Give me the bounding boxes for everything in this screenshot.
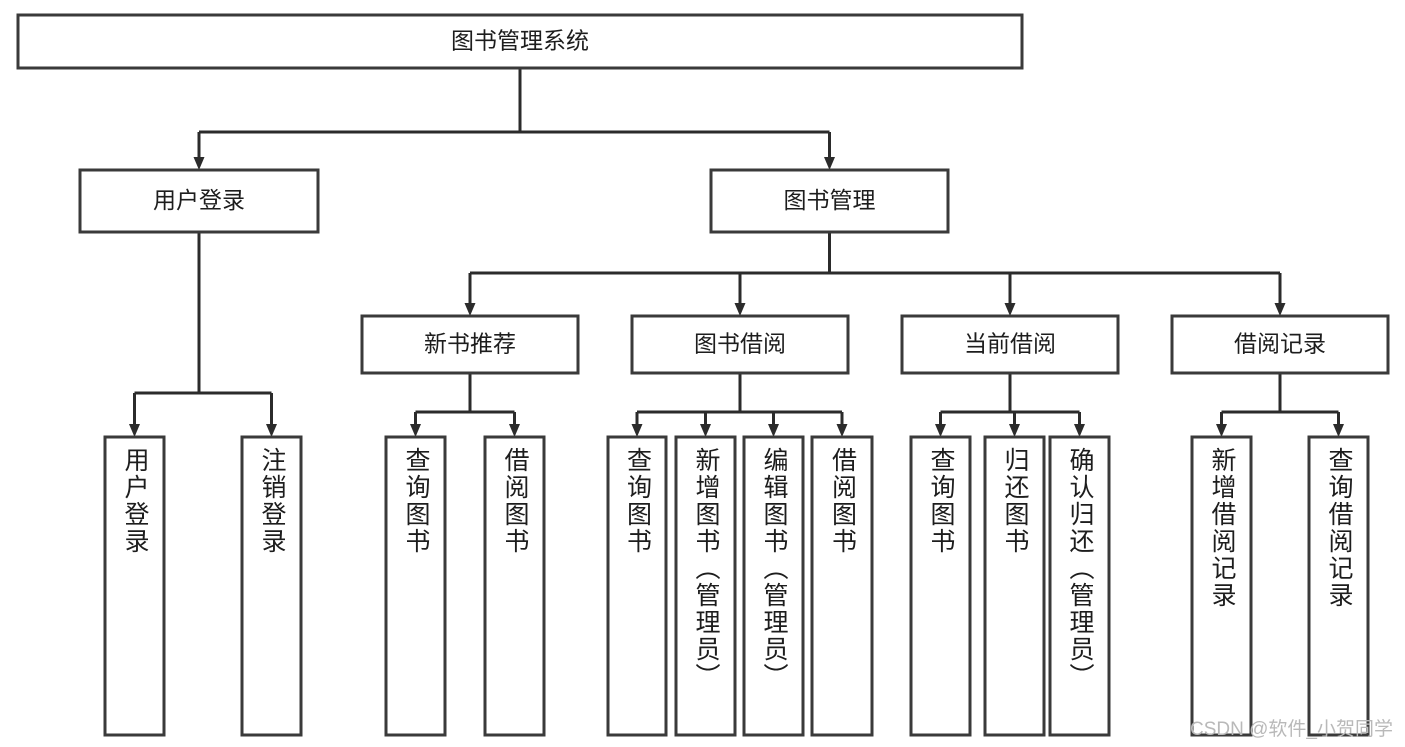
arrow-head-icon (1004, 303, 1016, 316)
leaf-node-4[interactable] (606, 435, 668, 737)
arrow-head-icon (631, 424, 643, 437)
leaf-node-5[interactable] (674, 435, 737, 737)
arrow-head-icon (700, 424, 711, 437)
arrow-head-icon (1074, 424, 1085, 437)
leaf-node-11[interactable] (1190, 435, 1253, 737)
arrow-head-icon (1009, 424, 1020, 437)
arrow-head-icon (129, 424, 140, 437)
level3-node-3-label: 借阅记录 (1234, 331, 1326, 357)
connectors-layer (129, 68, 1344, 437)
level3-node-1-label: 图书借阅 (694, 331, 786, 357)
level3-node-2-label: 当前借阅 (964, 331, 1056, 357)
watermark-text: CSDN @软件_小贺同学 (1190, 719, 1393, 740)
arrow-head-icon (410, 424, 421, 437)
level3-node-0[interactable] (360, 314, 580, 375)
arrow-head-icon (734, 303, 746, 316)
level3-node-2[interactable] (900, 314, 1120, 375)
arrow-head-icon (1216, 424, 1227, 437)
arrow-head-icon (836, 424, 848, 437)
arrow-head-icon (768, 424, 779, 437)
arrow-head-icon (509, 424, 520, 437)
leaf-node-7[interactable] (810, 435, 874, 737)
leaf-node-2[interactable] (384, 435, 447, 737)
arrow-head-icon (193, 157, 205, 170)
leaf-node-3[interactable] (483, 435, 546, 737)
leaf-node-6[interactable] (742, 435, 805, 737)
boxes-layer (16, 13, 1390, 737)
root-node-book-management-system-label: 图书管理系统 (451, 28, 589, 54)
leaf-node-12[interactable] (1307, 435, 1370, 737)
level2-node-0[interactable] (78, 168, 320, 234)
level3-node-3[interactable] (1170, 314, 1390, 375)
root-node-book-management-system[interactable] (16, 13, 1024, 70)
arrow-head-icon (824, 157, 835, 170)
leaf-node-1[interactable] (240, 435, 303, 737)
leaf-node-9[interactable] (983, 435, 1046, 737)
arrow-head-icon (266, 424, 277, 437)
arrow-head-icon (1274, 303, 1286, 316)
leaf-node-8[interactable] (909, 435, 972, 737)
level3-node-0-label: 新书推荐 (424, 331, 516, 357)
arrow-head-icon (1333, 424, 1344, 437)
level2-node-1-label: 图书管理 (784, 187, 876, 213)
arrow-head-icon (935, 424, 946, 437)
leaf-node-0[interactable] (103, 435, 166, 737)
level2-node-0-label: 用户登录 (153, 187, 245, 213)
level3-node-1[interactable] (630, 314, 850, 375)
level2-node-1[interactable] (709, 168, 950, 234)
arrow-head-icon (464, 303, 476, 316)
leaf-node-10[interactable] (1048, 435, 1111, 737)
